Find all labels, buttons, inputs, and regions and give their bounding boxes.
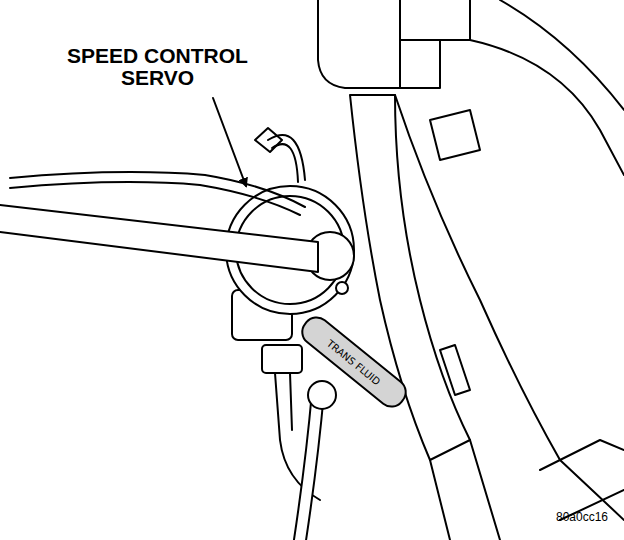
control-cable — [0, 172, 318, 272]
servo-bolt — [336, 282, 348, 294]
dipstick-handle — [297, 312, 411, 412]
housing-box — [318, 0, 400, 88]
bracket-tab — [440, 345, 470, 395]
mount-bracket — [350, 95, 624, 540]
housing-edge — [400, 40, 440, 88]
vacuum-hose — [268, 135, 305, 180]
dipstick — [297, 312, 411, 540]
dipstick-tube — [300, 392, 318, 540]
bracket-tab — [430, 110, 480, 160]
dipstick-tube — [300, 392, 318, 540]
panel-curve — [500, 0, 624, 110]
bracket-edge — [395, 95, 624, 520]
part-name: SPEED CONTROL SERVO — [50, 45, 265, 89]
bracket-arm — [350, 95, 470, 460]
vacuum-hose — [272, 144, 298, 182]
housing-edge — [400, 0, 470, 40]
leader-arrow — [213, 98, 246, 186]
cable-rod — [0, 205, 318, 272]
cable-line — [10, 172, 305, 207]
tube-cap — [308, 381, 336, 409]
wire — [290, 373, 292, 430]
bracket-edge — [470, 440, 500, 540]
electrical-connector — [262, 345, 302, 373]
figure-number: 80a0cc16 — [556, 510, 608, 524]
panel-curve — [470, 40, 624, 175]
bracket-edge — [430, 460, 450, 540]
frame-line — [540, 440, 624, 470]
